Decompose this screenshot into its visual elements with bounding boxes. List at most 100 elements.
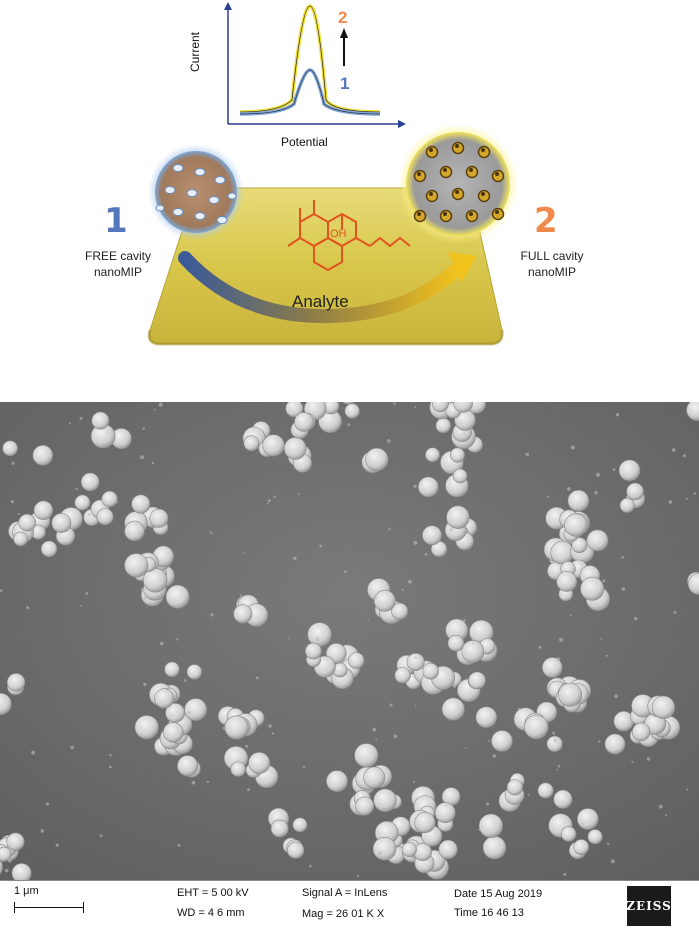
sem-micrograph bbox=[0, 402, 699, 880]
sem-debris-speck bbox=[408, 579, 412, 584]
sem-debris-speck bbox=[615, 413, 620, 417]
sem-debris-speck bbox=[610, 859, 615, 864]
sem-particle bbox=[441, 697, 465, 721]
sem-debris-speck bbox=[222, 726, 227, 731]
sem-debris-speck bbox=[658, 804, 663, 809]
sem-debris-speck bbox=[489, 814, 491, 816]
sem-debris-speck bbox=[10, 500, 14, 504]
sem-debris-speck bbox=[80, 604, 82, 607]
sem-debris-speck bbox=[151, 461, 155, 465]
free-caption-line2: nanoMIP bbox=[93, 265, 143, 279]
sem-debris-speck bbox=[621, 587, 626, 591]
sem-debris-speck bbox=[267, 499, 271, 503]
sem-particle bbox=[506, 779, 524, 796]
peak-label-free: 1 bbox=[340, 74, 350, 93]
sem-particle bbox=[432, 402, 449, 413]
signal-readout: Signal A = InLens bbox=[302, 887, 388, 899]
sem-particle bbox=[604, 733, 626, 755]
sem-debris-speck bbox=[271, 732, 275, 735]
sem-particle bbox=[186, 664, 203, 680]
sem-debris-speck bbox=[612, 468, 616, 471]
sem-particle bbox=[422, 525, 442, 546]
sem-particle bbox=[13, 531, 28, 547]
sem-debris-speck bbox=[87, 512, 92, 517]
nanomip-schematic: Current Potential 2 1 1 FREE cavity nano… bbox=[0, 0, 699, 400]
sem-particle bbox=[573, 839, 590, 855]
sem-debris-speck bbox=[297, 493, 300, 495]
sem-particle bbox=[18, 513, 36, 532]
sem-debris-speck bbox=[378, 851, 383, 855]
sem-particle bbox=[33, 500, 54, 521]
sem-debris-speck bbox=[268, 724, 272, 728]
sem-particle bbox=[101, 490, 118, 508]
wd-readout: WD = 4 6 mm bbox=[177, 907, 245, 919]
sem-particle bbox=[553, 789, 573, 809]
sem-debris-speck bbox=[140, 455, 145, 460]
sem-debris-speck bbox=[375, 738, 378, 741]
sem-debris-speck bbox=[552, 731, 556, 735]
sem-debris-speck bbox=[636, 464, 639, 468]
sem-debris-speck bbox=[414, 656, 417, 660]
sem-debris-speck bbox=[11, 461, 15, 465]
sem-debris-speck bbox=[517, 707, 521, 711]
sem-particle bbox=[425, 447, 440, 463]
voltammogram-plot bbox=[224, 2, 406, 128]
sem-debris-speck bbox=[673, 611, 677, 614]
sem-particle bbox=[287, 841, 305, 859]
sem-debris-speck bbox=[685, 497, 688, 500]
sem-particle bbox=[626, 482, 644, 501]
sem-particle bbox=[546, 735, 563, 753]
sem-debris-speck bbox=[672, 448, 676, 452]
sem-particle bbox=[394, 667, 411, 684]
sem-debris-speck bbox=[463, 432, 466, 436]
date-readout: Date 15 Aug 2019 bbox=[454, 888, 543, 900]
sem-debris-speck bbox=[55, 843, 59, 847]
sem-debris-speck bbox=[4, 868, 9, 873]
full-cavity-peak bbox=[239, 4, 381, 114]
free-state-number: 1 bbox=[104, 201, 128, 241]
sem-particle bbox=[417, 476, 439, 498]
free-state-caption: FREE cavity nanoMIP bbox=[68, 248, 168, 280]
time-readout: Time 16 46 13 bbox=[454, 907, 524, 919]
sem-debris-speck bbox=[109, 765, 112, 769]
eht-readout: EHT = 5 00 kV bbox=[177, 887, 249, 899]
sem-debris-speck bbox=[600, 638, 603, 640]
sem-particle bbox=[461, 640, 485, 663]
sem-particle bbox=[619, 497, 635, 513]
sem-debris-speck bbox=[143, 682, 147, 686]
sem-debris-speck bbox=[70, 745, 74, 750]
full-caption-line1: FULL cavity bbox=[520, 249, 584, 263]
sem-debris-speck bbox=[682, 454, 686, 458]
sem-debris-speck bbox=[347, 423, 351, 427]
sem-debris-speck bbox=[142, 427, 145, 430]
sem-debris-speck bbox=[309, 864, 312, 868]
sem-debris-speck bbox=[26, 606, 30, 610]
sem-particle bbox=[243, 435, 260, 452]
sem-debris-speck bbox=[665, 814, 668, 817]
sem-debris-speck bbox=[154, 408, 156, 411]
sem-particle bbox=[468, 671, 486, 690]
sem-particle bbox=[524, 714, 549, 740]
sem-debris-speck bbox=[170, 714, 173, 717]
sem-debris-speck bbox=[559, 637, 564, 642]
sem-particle bbox=[491, 730, 513, 752]
sem-debris-speck bbox=[483, 842, 485, 845]
sem-particle bbox=[406, 653, 425, 672]
full-state-caption: FULL cavity nanoMIP bbox=[502, 248, 602, 280]
sem-debris-speck bbox=[413, 541, 418, 545]
sem-particle bbox=[149, 508, 169, 528]
sem-particle bbox=[2, 440, 18, 457]
sem-debris-speck bbox=[567, 487, 571, 491]
sem-debris-speck bbox=[527, 793, 530, 796]
sem-particle bbox=[292, 817, 308, 833]
sem-debris-speck bbox=[115, 501, 118, 504]
sem-debris-speck bbox=[236, 759, 240, 763]
sem-debris-speck bbox=[315, 637, 320, 642]
sem-debris-speck bbox=[465, 747, 467, 749]
molecule-oh-label: OH bbox=[330, 228, 347, 240]
sem-particle bbox=[576, 808, 599, 830]
sem-particle bbox=[0, 846, 12, 862]
sem-particle bbox=[571, 537, 588, 554]
sem-debris-speck bbox=[240, 594, 243, 597]
sem-particle bbox=[447, 634, 465, 652]
